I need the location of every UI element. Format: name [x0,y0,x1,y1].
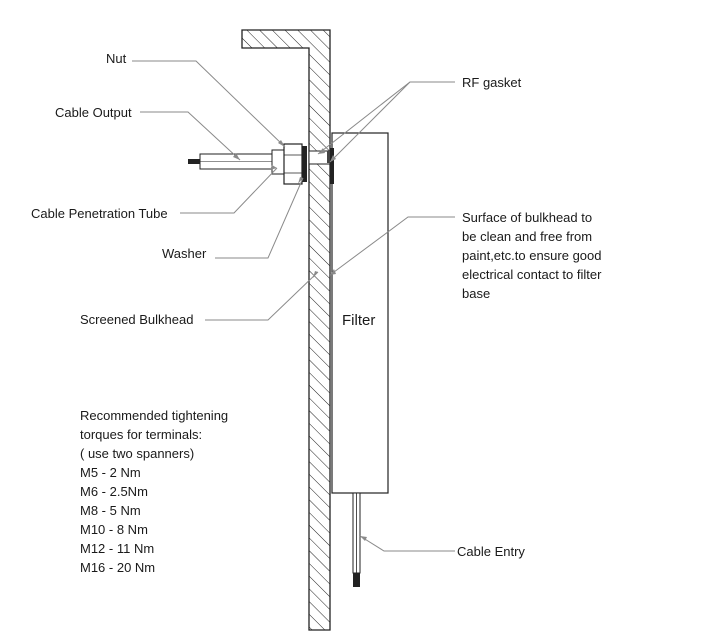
surface-note-line: paint,etc.to ensure good [462,248,602,263]
cable-output-label: Cable Output [55,105,132,120]
torque-value: M12 - 11 Nm [80,541,154,556]
screened-bulkhead-label: Screened Bulkhead [80,312,193,327]
torque-note: Recommended tightening torques for termi… [80,408,228,575]
cable-entry-label: Cable Entry [457,544,525,559]
torque-value: M8 - 5 Nm [80,503,141,518]
filter-label: Filter [342,312,375,329]
surface-note-line: Surface of bulkhead to [462,210,592,225]
torque-value: M10 - 8 Nm [80,522,148,537]
torque-heading-line: Recommended tightening [80,408,228,423]
nut-label: Nut [106,51,127,66]
torque-heading-line: ( use two spanners) [80,446,194,461]
cable-output-leader [140,111,241,161]
surface-leader [329,216,455,276]
nut-leader [132,60,286,148]
cable-penetration-tube-label: Cable Penetration Tube [31,206,168,221]
rf-gasket-leader-2 [329,81,411,163]
cable-entry-leader [359,535,455,552]
washer-leader [215,177,304,259]
cable-entry-wire [352,492,361,587]
penetration-tube-leader [180,167,278,214]
arrowheads [233,140,367,541]
surface-note-line: base [462,286,490,301]
screened-bulkhead-leader [205,271,319,321]
surface-note-line: electrical contact to filter [462,267,602,282]
torque-value: M5 - 2 Nm [80,465,141,480]
torque-value: M16 - 20 Nm [80,560,155,575]
filter-body [331,132,389,494]
rf-gasket-label: RF gasket [462,75,522,90]
surface-note: Surface of bulkhead to be clean and free… [462,210,602,301]
bulkhead-wall [241,29,331,631]
leader-lines [132,60,455,552]
washer-label: Washer [162,246,207,261]
surface-note-line: be clean and free from [462,229,592,244]
torque-value: M6 - 2.5Nm [80,484,148,499]
torque-heading-line: torques for terminals: [80,427,202,442]
